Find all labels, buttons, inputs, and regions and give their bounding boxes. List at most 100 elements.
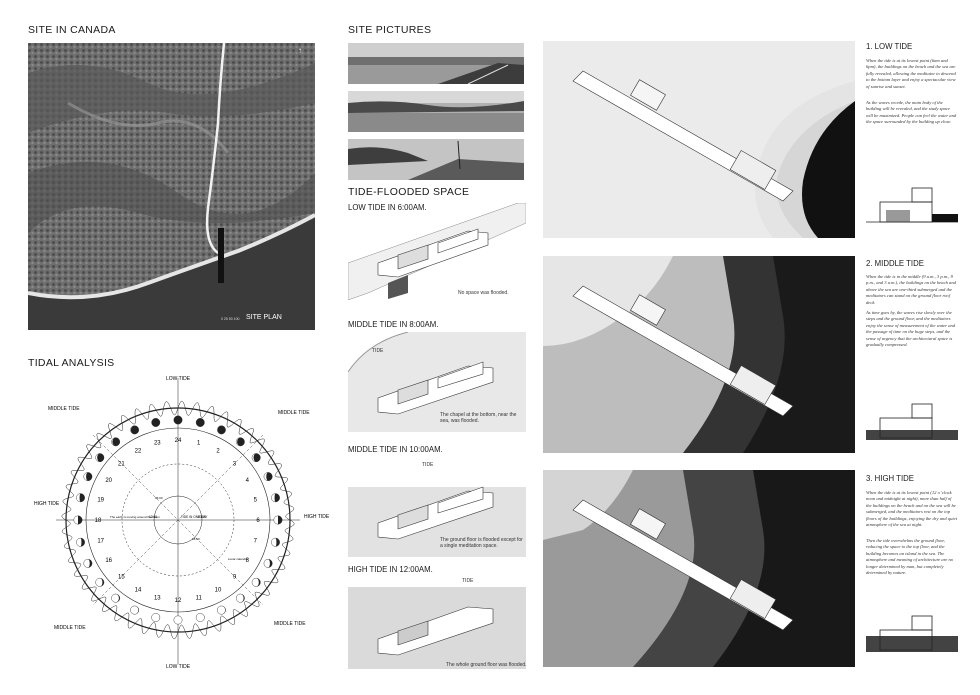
moon-phase-icon — [111, 593, 121, 603]
middle-tide-br-label: MIDDLE TIDE — [274, 621, 306, 627]
hour-label: 19 — [97, 497, 104, 503]
moon-phase-ring — [73, 415, 283, 625]
moon-phase-icon — [251, 577, 261, 587]
moon-phase-icon — [235, 437, 245, 447]
low-tide-title: 1. LOW TIDE — [866, 42, 913, 51]
time-label-1: 06:00 — [155, 496, 163, 500]
hour-label: 11 — [196, 595, 203, 601]
moon-phase-icon — [76, 493, 85, 503]
tide-wave-line — [61, 400, 295, 640]
site-aerial-map: ↑ 0 25 50 100 — [27, 42, 316, 330]
hour-label: 18 — [95, 518, 102, 524]
moon-phase-icon — [95, 453, 105, 463]
moon-phase-icon — [173, 415, 183, 425]
high-tide-title: 3. HIGH TIDE — [866, 474, 914, 483]
hour-label: 3 — [233, 461, 237, 467]
hour-label: 20 — [105, 478, 112, 484]
panel-1-caption: No space was flooded. — [458, 290, 509, 296]
middle-tide-paragraph-1: When the tide is in the middle (9 a.m., … — [866, 274, 956, 305]
moon-phase-icon — [151, 418, 161, 427]
low-tide-paragraph-2: As the waves recede, the main body of th… — [866, 100, 957, 125]
hour-label: 4 — [246, 478, 250, 484]
moon-phase-icon — [73, 515, 83, 525]
moon-phase-icon — [173, 615, 183, 625]
site-photo-2 — [348, 91, 524, 132]
panel-4-tide-label: TIDE — [462, 578, 474, 584]
panel-1-axonometric — [347, 202, 527, 301]
moon-phase-icon — [235, 593, 245, 603]
low-tide-top-label: LOW TIDE — [166, 376, 191, 382]
middle-tide-tl-label: MIDDLE TIDE — [48, 406, 80, 412]
building-site-marker — [218, 228, 224, 283]
panel-3-caption: The ground floor is flooded except for a… — [440, 537, 523, 549]
panel-4-heading: HIGH TIDE IN 12:00AM. — [348, 565, 433, 574]
panel-3-heading: MIDDLE TIDE IN 10:00AM. — [348, 445, 443, 454]
moon-phase-icon — [251, 453, 261, 463]
panel-2-tide-label: TIDE — [372, 348, 384, 354]
hour-label: 23 — [154, 441, 161, 447]
hour-label: 13 — [154, 595, 161, 601]
tide-in-one-day-label: TIDE IN ONE DAY — [181, 515, 208, 519]
moon-note-label: The earth is moving around the moon — [110, 515, 160, 519]
noon-label: 12:00 — [149, 515, 157, 519]
panel-2-caption: The chapel at the bottom, near the sea, … — [440, 412, 517, 424]
hour-label: 10 — [215, 587, 222, 593]
site-in-canada-title: SITE IN CANADA — [28, 24, 116, 36]
high-tide-section — [866, 612, 958, 664]
tide-wave-ring — [61, 400, 295, 640]
panel-2-axonometric — [347, 331, 526, 432]
moon-phase-icon — [111, 437, 121, 447]
hour-label: 17 — [97, 539, 104, 545]
moon-phase-icon — [195, 613, 205, 622]
low-tide-section — [866, 184, 958, 236]
hour-label: 21 — [118, 461, 125, 467]
moon-phase-icon — [83, 472, 93, 482]
tidal-analysis-title: TIDAL ANALYSIS — [28, 357, 115, 369]
moon-phase-icon — [130, 425, 140, 435]
midnight-label: 00:00 — [198, 515, 206, 519]
north-arrow-icon: ↑ — [298, 46, 302, 55]
moon-phase-icon — [130, 605, 140, 615]
moon-phase-icon — [76, 537, 85, 547]
site-photo-1 — [348, 43, 524, 85]
high-tide-paragraph-1: When the tide is at its lowest point (12… — [866, 490, 957, 528]
middle-tide-tr-label: MIDDLE TIDE — [278, 410, 310, 416]
low-tide-paragraph-1: When the tide is at its lowest point (6a… — [866, 58, 956, 89]
moon-phase-icon — [271, 493, 280, 503]
time-label-2: 18:00 — [192, 537, 200, 541]
high-tide-right-label: HIGH TIDE — [304, 514, 330, 520]
hour-label: 22 — [135, 449, 142, 455]
moon-phase-icon — [216, 605, 226, 615]
moon-phase-icon — [271, 537, 280, 547]
hour-label: 12 — [175, 598, 182, 604]
hour-label: 1 — [197, 441, 201, 447]
middle-tide-paragraph-2: As time goes by, the waves rise slowly o… — [866, 310, 956, 348]
panel-3-axonometric — [348, 457, 526, 557]
moon-phase-icon — [83, 558, 93, 568]
scale-bar-label: 0 25 50 100 — [221, 317, 240, 321]
moon-phase-icon — [263, 472, 273, 482]
moon-phase-icon — [263, 558, 273, 568]
diagonal-axis-2 — [92, 434, 264, 606]
panel-4-axonometric — [348, 577, 526, 669]
high-tide-paragraph-2: Then the tide overwhelms the ground floo… — [866, 538, 954, 576]
moon-phase-icon — [95, 577, 105, 587]
moon-phase-icon — [195, 418, 205, 427]
middle-tide-bl-label: MIDDLE TIDE — [54, 625, 86, 631]
high-tide-left-label: HIGH TIDE — [34, 501, 60, 507]
panel-4-caption: The whole ground floor was flooded. — [446, 662, 527, 668]
moon-phase-icon — [216, 425, 226, 435]
lunar-calendar-label: Lunar calendar — [228, 557, 248, 561]
middle-tide-section — [866, 400, 958, 452]
hour-label: 5 — [254, 497, 258, 503]
hour-label: 9 — [233, 575, 237, 581]
high-tide-render — [543, 470, 855, 667]
site-photo-3 — [348, 139, 524, 180]
low-tide-render — [543, 41, 855, 238]
tide-flooded-title: TIDE-FLOODED SPACE — [348, 186, 470, 198]
panel-3-tide-label: TIDE — [422, 462, 434, 468]
hour-label: 24 — [175, 438, 182, 444]
hour-label: 14 — [135, 587, 142, 593]
